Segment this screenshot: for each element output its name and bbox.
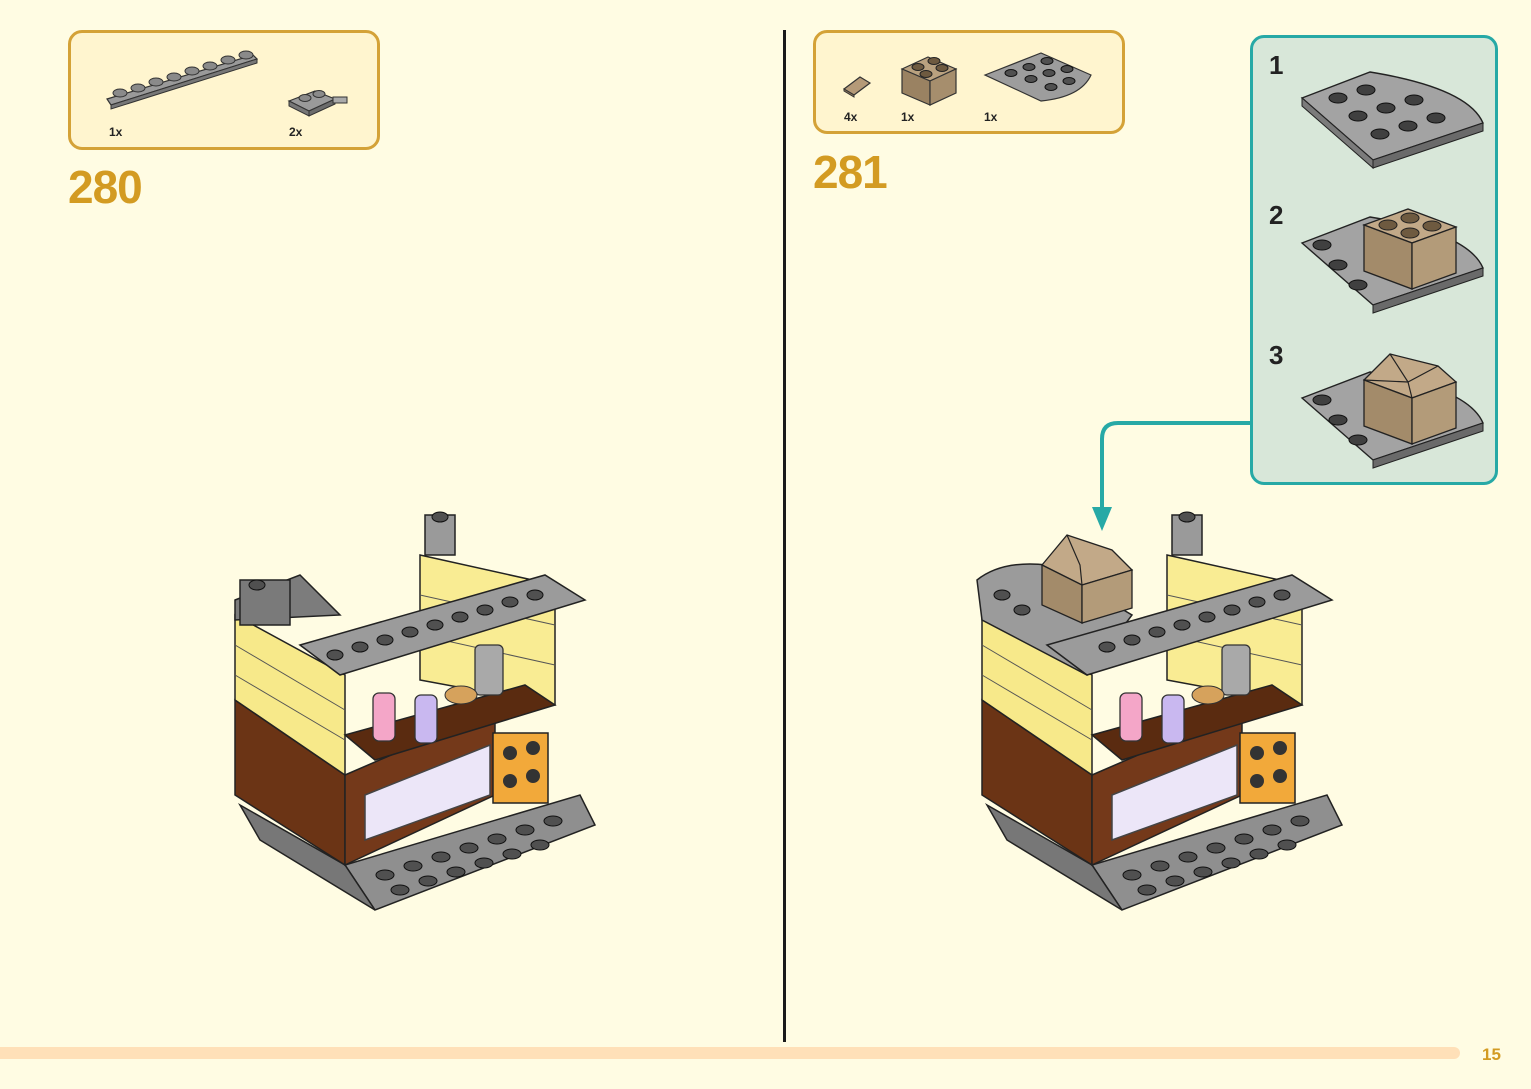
footer-bar [0, 1047, 1460, 1059]
sub-step-2-illustration [1300, 208, 1484, 314]
part-qty: 2x [289, 125, 303, 139]
sub-step-number: 1 [1269, 50, 1284, 80]
parts-box-step-280: 1x 2x [68, 30, 380, 150]
gray-clip-plate-icon [287, 90, 348, 117]
tan-brick-icon [900, 56, 958, 106]
sub-step-number: 3 [1269, 340, 1284, 370]
callout-arrow-icon [1092, 421, 1250, 531]
parts-box-step-281: 4x 1x 1x [813, 30, 1125, 134]
part-qty: 1x [984, 110, 998, 124]
step-number-280: 280 [68, 161, 143, 213]
sub-assembly-callout: 1 2 3 [1250, 35, 1498, 485]
step-number-281: 281 [813, 146, 888, 198]
tan-slope-icon [842, 76, 872, 98]
sub-step-number: 2 [1269, 200, 1284, 230]
sub-step-3-illustration [1300, 353, 1484, 469]
model-illustration-step-281 [976, 511, 1344, 911]
part-qty: 1x [901, 110, 915, 124]
part-qty: 4x [844, 110, 858, 124]
gray-quarter-round-plate-icon [983, 52, 1092, 102]
model-illustration-step-280 [234, 511, 597, 911]
sub-step-1-illustration [1300, 71, 1484, 170]
page-divider [783, 30, 786, 1042]
long-gray-plate-icon [106, 50, 259, 110]
part-qty: 1x [109, 125, 123, 139]
page-number: 15 [1482, 1045, 1501, 1064]
